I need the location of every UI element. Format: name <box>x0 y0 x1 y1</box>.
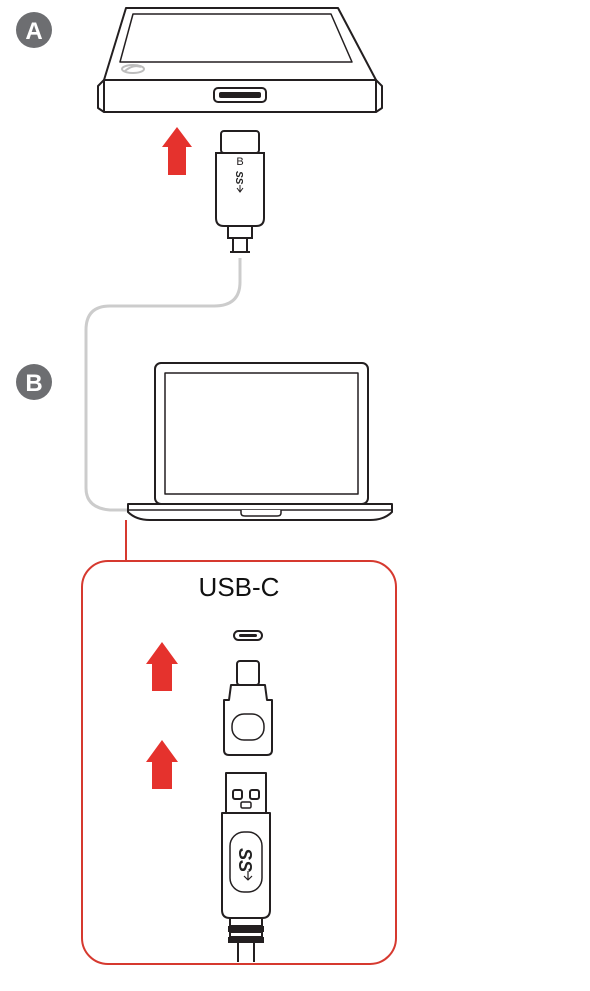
step-a-label: A <box>25 18 42 45</box>
drive-usb-port-icon <box>213 87 267 103</box>
usb-cable <box>84 258 242 512</box>
usb-c-port-icon <box>233 630 263 641</box>
insert-arrow-icon <box>162 127 192 175</box>
external-hard-drive-icon <box>97 7 383 113</box>
step-b-label: B <box>25 370 42 397</box>
usb-c-adapter-icon <box>223 660 273 756</box>
micro-b-letter: B <box>236 156 243 168</box>
callout-title: USB-C <box>199 572 280 602</box>
insert-arrow-icon <box>146 642 178 691</box>
insert-arrow-icon <box>146 740 178 789</box>
superspeed-small-icon: SS <box>233 171 244 193</box>
step-b-badge: B <box>16 364 52 400</box>
usb-micro-b-plug-icon: B SS <box>215 130 265 253</box>
step-a-badge: A <box>16 12 52 48</box>
drive-logo-icon <box>121 64 145 74</box>
usb-a-plug-icon: SS <box>221 772 271 962</box>
ss-logo-large: SS <box>235 848 255 872</box>
ss-logo-small: SS <box>233 171 244 185</box>
superspeed-icon: SS <box>235 848 255 881</box>
laptop-icon <box>127 362 393 521</box>
